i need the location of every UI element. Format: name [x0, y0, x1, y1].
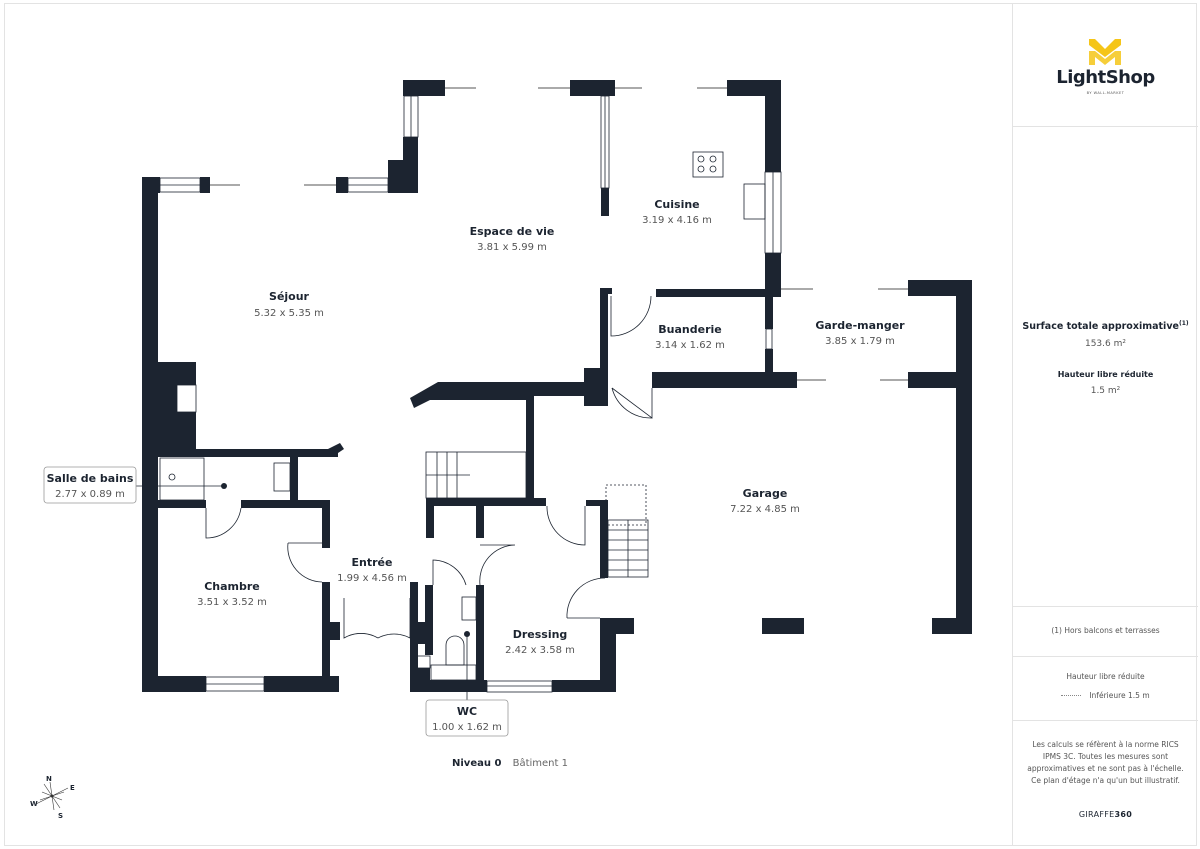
- legend-label: Inférieure 1.5 m: [1089, 691, 1150, 700]
- disclaimer-section: Les calculs se réfèrent à la norme RICS …: [1013, 721, 1198, 846]
- svg-text:S: S: [58, 812, 63, 820]
- svg-text:W: W: [30, 800, 38, 808]
- surface-title: Surface totale approximative(1): [1022, 320, 1189, 333]
- svg-text:3.51 x 3.52 m: 3.51 x 3.52 m: [197, 597, 267, 608]
- windows: [159, 87, 908, 693]
- svg-text:Séjour: Séjour: [269, 290, 310, 303]
- compass-rose-icon: N E S W: [30, 775, 75, 820]
- svg-text:3.19 x 4.16 m: 3.19 x 4.16 m: [642, 215, 712, 226]
- svg-text:Dressing: Dressing: [513, 628, 568, 641]
- info-sidebar: LightShop BY WALL-MARKET Surface totale …: [1012, 3, 1198, 846]
- dotted-line-icon: [1061, 695, 1082, 696]
- svg-text:N: N: [46, 775, 52, 783]
- surface-value: 153.6 m²: [1084, 339, 1126, 349]
- floor-plan: Séjour 5.32 x 5.35 m Espace de vie 3.81 …: [4, 3, 1012, 846]
- svg-text:1.99 x 4.56 m: 1.99 x 4.56 m: [337, 573, 407, 584]
- svg-text:3.81 x 5.99 m: 3.81 x 5.99 m: [477, 242, 547, 253]
- legend-section: Hauteur libre réduite Inférieure 1.5 m: [1013, 657, 1198, 721]
- svg-text:2.77 x 0.89 m: 2.77 x 0.89 m: [55, 489, 125, 500]
- svg-text:Garage: Garage: [743, 487, 788, 500]
- reduced-height-title: Hauteur libre réduite: [1057, 370, 1154, 379]
- lightshop-logo-icon: [1089, 39, 1121, 65]
- callout-wc: WC 1.00 x 1.62 m: [425, 631, 509, 737]
- logo-section: LightShop BY WALL-MARKET: [1013, 3, 1198, 127]
- svg-text:Salle de bains: Salle de bains: [47, 472, 134, 485]
- level-label: Niveau 0: [452, 758, 502, 769]
- logo-tagline: BY WALL-MARKET: [1086, 91, 1125, 95]
- svg-text:2.42 x 3.58 m: 2.42 x 3.58 m: [505, 645, 575, 656]
- legend-row: Inférieure 1.5 m: [1013, 691, 1198, 700]
- svg-text:E: E: [70, 784, 75, 792]
- svg-text:WC: WC: [457, 705, 477, 718]
- svg-text:3.14 x 1.62 m: 3.14 x 1.62 m: [655, 340, 725, 351]
- svg-text:3.85 x 1.79 m: 3.85 x 1.79 m: [825, 336, 895, 347]
- level-caption: Niveau 0 Bâtiment 1: [452, 758, 568, 769]
- walls: [142, 80, 972, 692]
- building-label: Bâtiment 1: [512, 758, 568, 769]
- svg-text:5.32 x 5.35 m: 5.32 x 5.35 m: [254, 308, 324, 319]
- reduced-height-value: 1.5 m²: [1090, 386, 1121, 396]
- logo-wordmark: LightShop: [1056, 67, 1155, 88]
- footnote-section: (1) Hors balcons et terrasses: [1013, 607, 1198, 657]
- page-frame: [4, 3, 1197, 846]
- svg-text:1.00 x 1.62 m: 1.00 x 1.62 m: [432, 722, 502, 733]
- svg-text:7.22 x 4.85 m: 7.22 x 4.85 m: [730, 504, 800, 515]
- svg-text:Buanderie: Buanderie: [658, 323, 721, 336]
- compass: N E S W: [28, 772, 78, 826]
- callout-salle-de-bains: Salle de bains 2.77 x 0.89 m: [43, 466, 227, 504]
- surface-section: Surface totale approximative(1) 153.6 m²…: [1013, 127, 1198, 607]
- legend-title: Hauteur libre réduite: [1066, 672, 1145, 681]
- svg-text:Garde-manger: Garde-manger: [815, 319, 905, 332]
- giraffe360-brand: GIRAFFE360: [1078, 810, 1133, 819]
- svg-text:Cuisine: Cuisine: [654, 198, 699, 211]
- footnote-text: (1) Hors balcons et terrasses: [1051, 626, 1160, 635]
- svg-text:Entrée: Entrée: [352, 556, 393, 569]
- room-labels: Séjour 5.32 x 5.35 m Espace de vie 3.81 …: [197, 198, 905, 656]
- svg-text:Espace de vie: Espace de vie: [470, 225, 555, 238]
- svg-text:Chambre: Chambre: [204, 580, 260, 593]
- floor-plan-drawing: Séjour 5.32 x 5.35 m Espace de vie 3.81 …: [43, 80, 972, 737]
- disclaimer-text: Les calculs se réfèrent à la norme RICS …: [1027, 740, 1184, 785]
